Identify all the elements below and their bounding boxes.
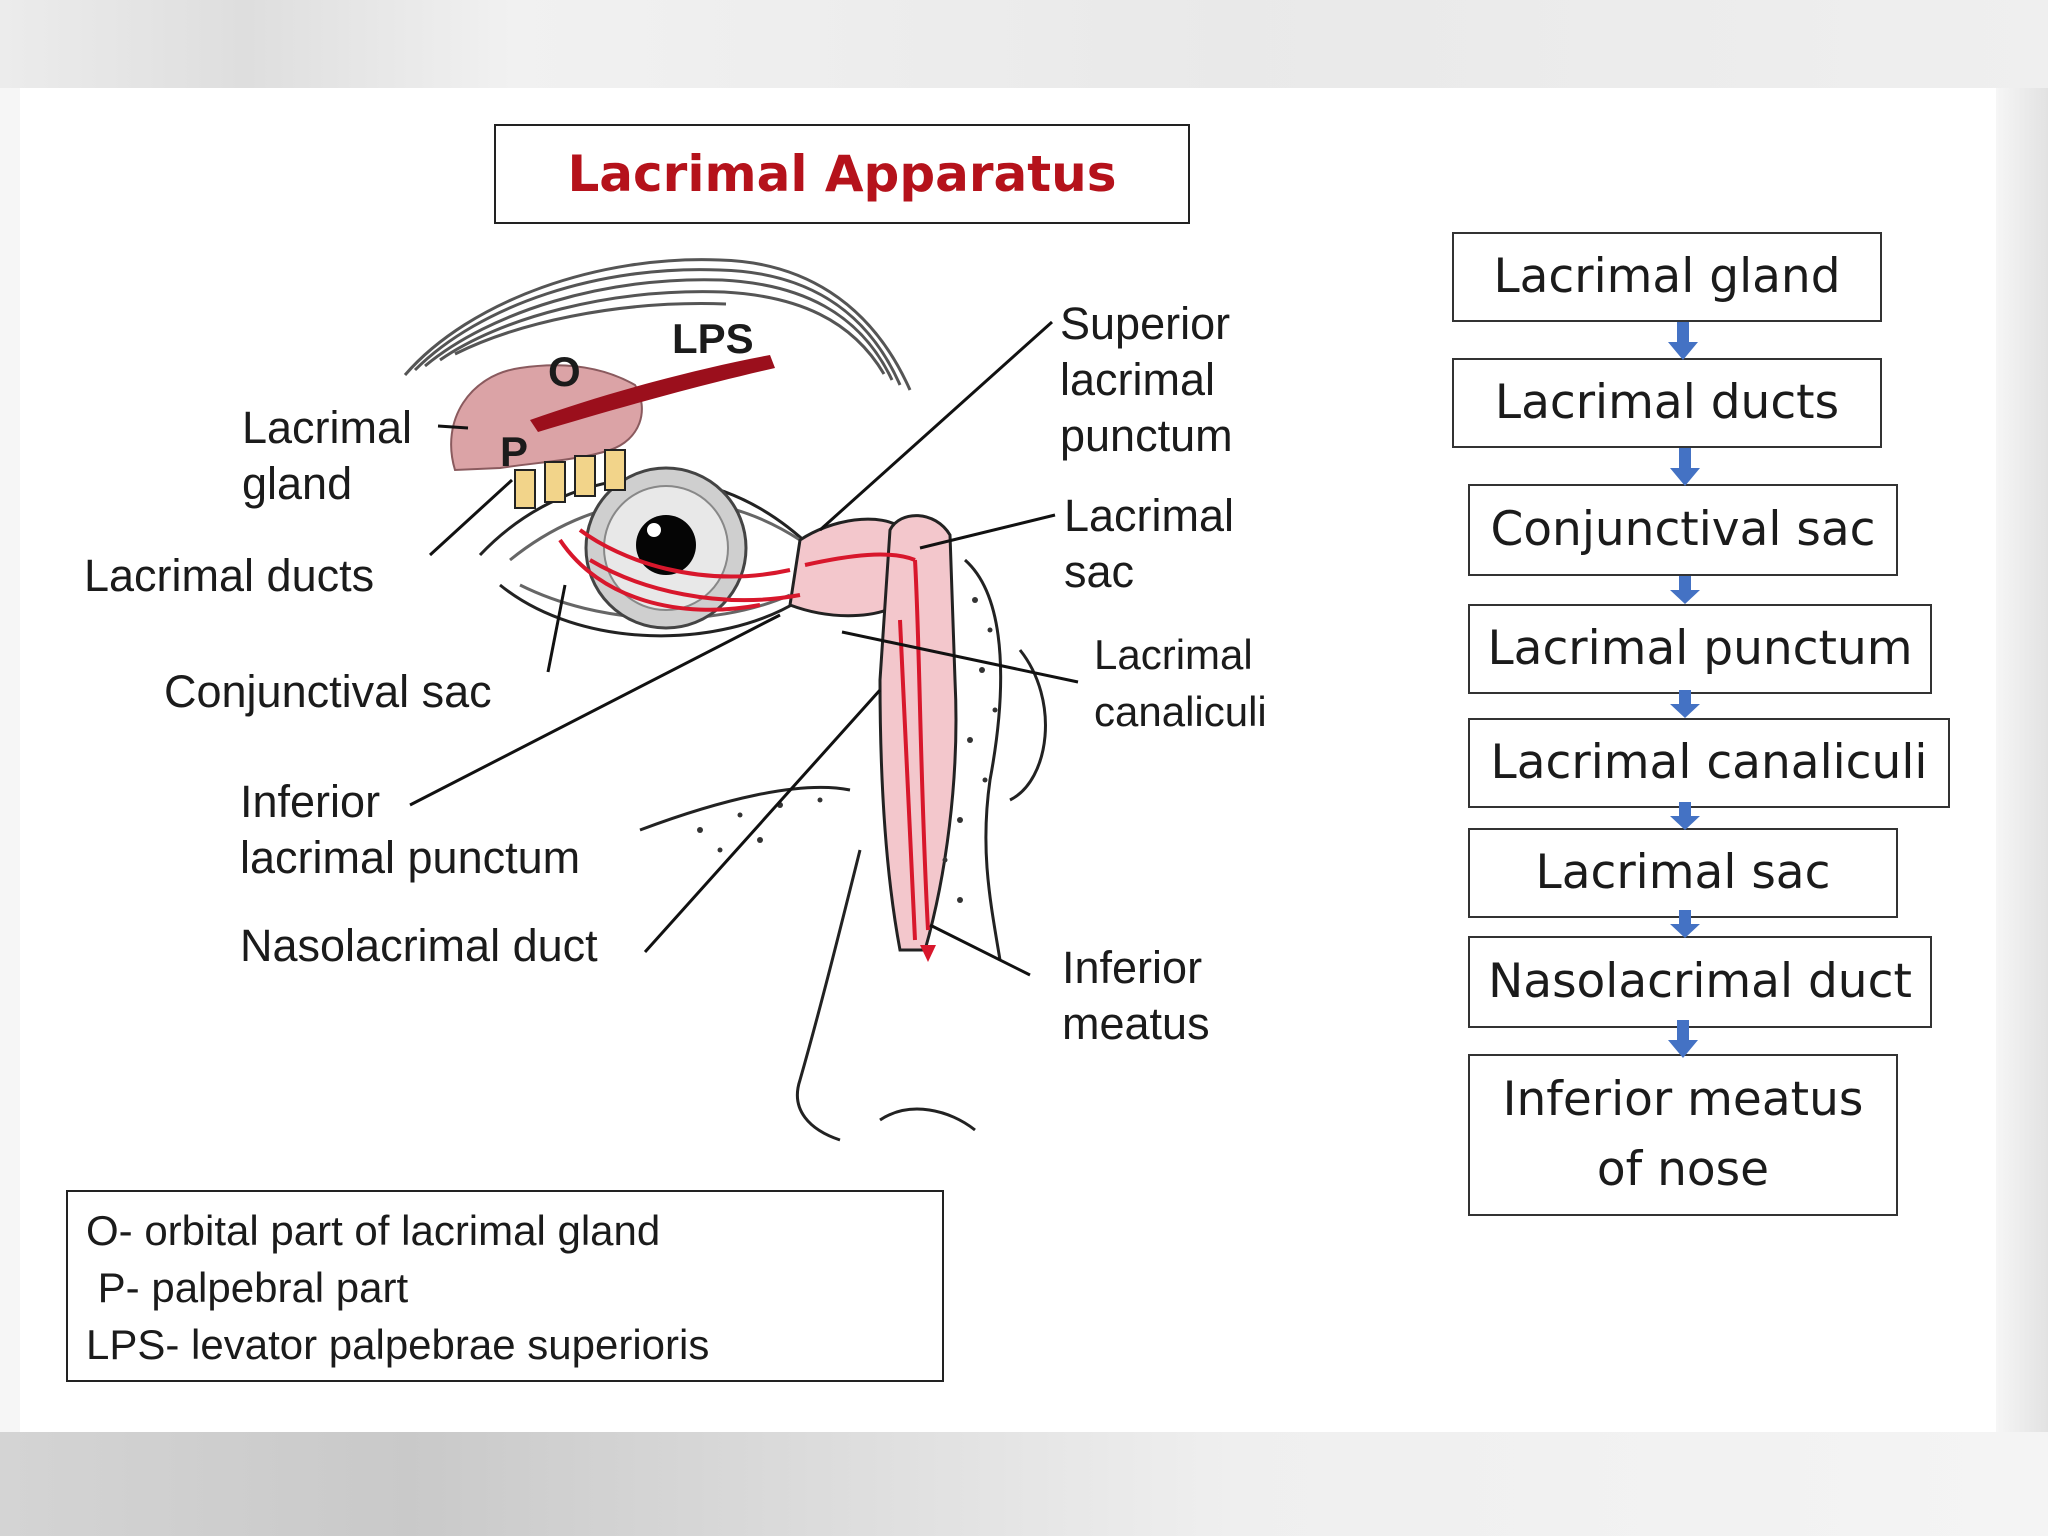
label-o: O	[548, 348, 581, 395]
label-inferior-punctum-2: lacrimal punctum	[240, 832, 581, 883]
label-canaliculi-2: canaliculi	[1094, 688, 1267, 735]
down-arrow-icon	[1670, 690, 1700, 718]
down-arrow-icon	[1670, 802, 1700, 830]
label-p: P	[500, 428, 529, 475]
flow-step-lacrimal-punctum: Lacrimal punctum	[1468, 604, 1932, 694]
title: Lacrimal Apparatus	[567, 145, 1117, 203]
label-conjunctival-sac: Conjunctival sac	[164, 666, 492, 717]
flow-step-label-2: of nose	[1596, 1142, 1770, 1197]
bone-dots	[697, 597, 998, 903]
eyebrow	[403, 258, 912, 391]
label-superior-punctum-3: punctum	[1060, 410, 1233, 461]
pupil-highlight	[647, 523, 661, 537]
title-box: Lacrimal Apparatus	[494, 124, 1190, 224]
background-top	[0, 0, 2048, 88]
flow-step-label: Nasolacrimal duct	[1488, 954, 1912, 1009]
legend-line-lps: LPS- levator palpebrae superioris	[86, 1321, 710, 1368]
down-arrow-icon	[1670, 910, 1700, 938]
flow-step-label: Conjunctival sac	[1490, 502, 1876, 557]
label-lps: LPS	[672, 315, 754, 362]
down-arrow-icon	[1670, 576, 1700, 604]
label-lacrimal-sac-1: Lacrimal	[1064, 490, 1235, 541]
legend-box: O- orbital part of lacrimal gland P- pal…	[66, 1190, 944, 1382]
label-lacrimal-gland-2: gland	[242, 458, 353, 509]
label-canaliculi-1: Lacrimal	[1094, 631, 1253, 678]
slide-edge	[1996, 88, 2048, 1432]
flow-step-lacrimal-canaliculi: Lacrimal canaliculi	[1468, 718, 1950, 808]
label-lacrimal-gland-1: Lacrimal	[242, 402, 413, 453]
label-superior-punctum-2: lacrimal	[1060, 354, 1216, 405]
legend-line-p: P- palpebral part	[86, 1264, 409, 1311]
down-arrow-icon	[1670, 448, 1700, 486]
label-inferior-meatus-1: Inferior	[1062, 942, 1203, 993]
flow-step-label: Lacrimal punctum	[1487, 621, 1913, 676]
label-superior-punctum-1: Superior	[1060, 298, 1231, 349]
down-arrow-icon	[1668, 322, 1698, 360]
flow-step-label: Lacrimal ducts	[1494, 375, 1840, 430]
leader-lines	[409, 320, 1079, 977]
flow-step-label: Lacrimal canaliculi	[1490, 735, 1928, 790]
label-lacrimal-sac-2: sac	[1064, 546, 1135, 597]
nasal-bone	[639, 558, 1047, 1142]
palpebral-ducts	[514, 449, 626, 509]
flow-step-lacrimal-sac: Lacrimal sac	[1468, 828, 1898, 918]
legend-line-o: O- orbital part of lacrimal gland	[86, 1207, 661, 1254]
flow-arrowhead	[920, 945, 936, 962]
flow-step-nasolacrimal-duct: Nasolacrimal duct	[1468, 936, 1932, 1028]
pupil	[636, 515, 696, 575]
flow-step-label: Inferior meatus	[1502, 1072, 1864, 1127]
down-arrow-icon	[1668, 1020, 1698, 1058]
flow-step-lacrimal-ducts: Lacrimal ducts	[1452, 358, 1882, 448]
label-inferior-punctum-1: Inferior	[240, 776, 381, 827]
lps-muscle	[530, 355, 775, 432]
flow-step-inferior-meatus: Inferior meatus of nose	[1468, 1054, 1898, 1216]
flow-step-label: Lacrimal gland	[1493, 249, 1841, 304]
flow-step-conjunctival-sac: Conjunctival sac	[1468, 484, 1898, 576]
flow-step-lacrimal-gland: Lacrimal gland	[1452, 232, 1882, 322]
tear-flow	[558, 528, 930, 941]
label-nasolacrimal-duct: Nasolacrimal duct	[240, 920, 598, 971]
label-lacrimal-ducts: Lacrimal ducts	[84, 550, 375, 601]
background-bottom	[0, 1432, 2048, 1536]
label-inferior-meatus-2: meatus	[1062, 998, 1210, 1049]
flow-step-label: Lacrimal sac	[1535, 845, 1831, 900]
